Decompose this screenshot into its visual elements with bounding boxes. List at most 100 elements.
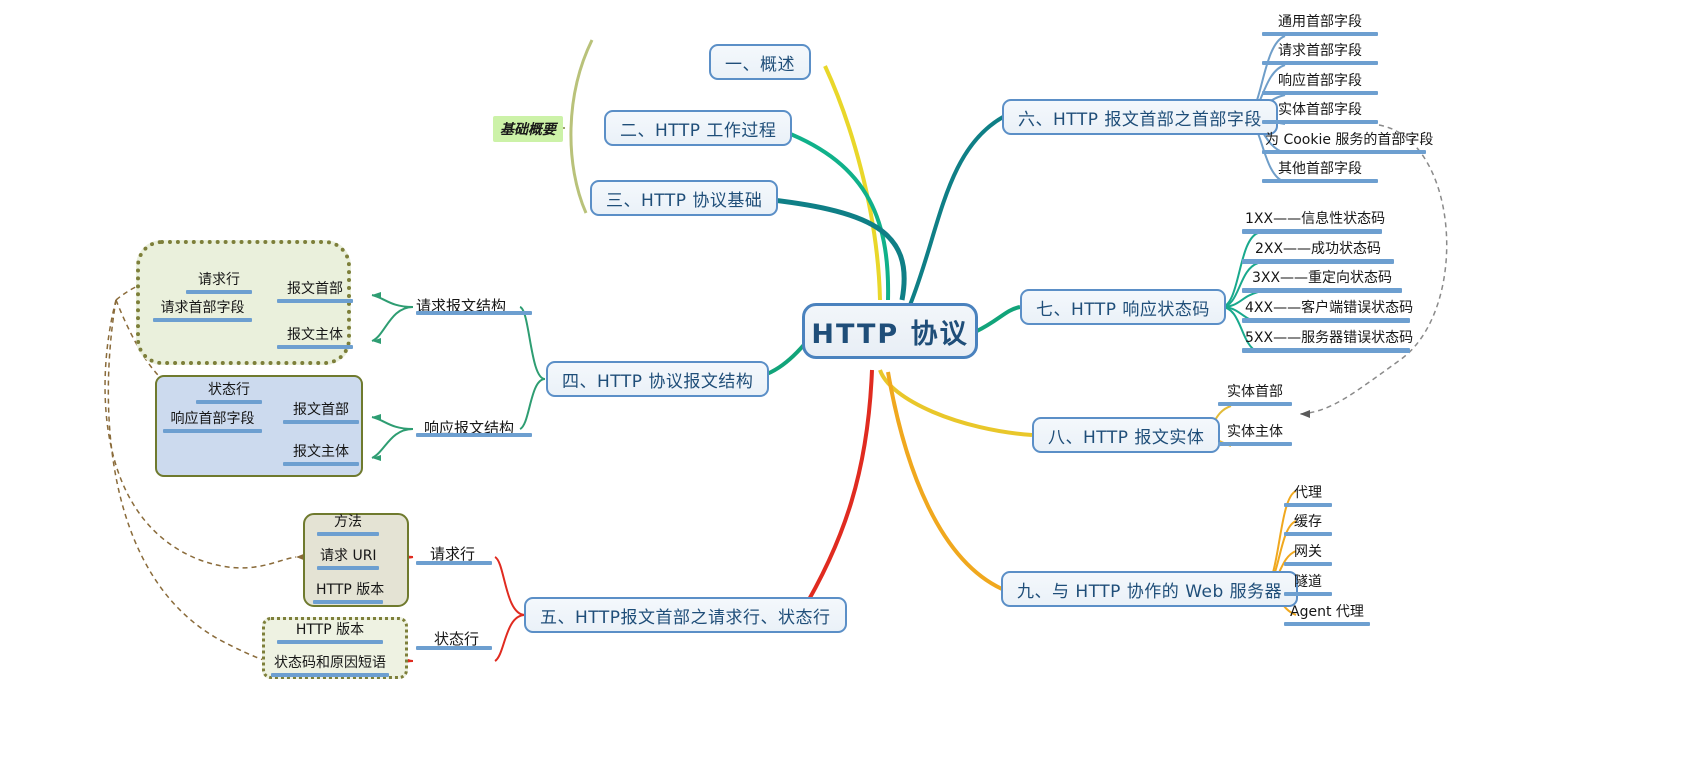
leaf-request-uri-label: 请求 URI (320, 548, 377, 564)
leaf-b9-1[interactable]: 代理 (1284, 485, 1332, 507)
branch-node-1[interactable]: 一、概述 (709, 44, 811, 80)
leaf-request-header[interactable]: 报文首部 (277, 281, 353, 303)
leaf-b7-4[interactable]: 4XX——客户端错误状态码 (1242, 300, 1414, 323)
leaf-b7-2[interactable]: 2XX——成功状态码 (1242, 241, 1394, 264)
leaf-bar (277, 345, 353, 349)
branch-node-8[interactable]: 八、HTTP 报文实体 (1032, 417, 1221, 453)
leaf-b6-4[interactable]: 实体首部字段 (1262, 102, 1378, 124)
leaf-b6-6[interactable]: 其他首部字段 (1262, 161, 1378, 183)
leaf-bar (283, 420, 359, 424)
leaf-b7-4-label: 4XX——客户端错误状态码 (1245, 300, 1414, 316)
leaf-b9-5-label: Agent 代理 (1290, 604, 1364, 620)
branch-node-9[interactable]: 九、与 HTTP 协作的 Web 服务器 (1001, 571, 1299, 607)
leaf-bar (277, 299, 353, 303)
leaf-b9-3[interactable]: 网关 (1284, 544, 1332, 566)
leaf-b8-1[interactable]: 实体首部 (1218, 384, 1292, 406)
leaf-b8-2-label: 实体主体 (1227, 424, 1283, 440)
leaf-b7-5[interactable]: 5XX——服务器错误状态码 (1242, 330, 1413, 353)
leaf-b6-5[interactable]: 为 Cookie 服务的首部字段 (1262, 132, 1433, 154)
arrow-req-body (372, 338, 381, 344)
summary-label: 基础概要 (493, 116, 563, 142)
central-topic[interactable]: HTTP 协议 (802, 303, 978, 359)
relation-arrowhead-entity (1300, 410, 1310, 418)
link-res-body (371, 428, 414, 459)
link-root-b5 (798, 369, 874, 617)
leaf-b9-5[interactable]: Agent 代理 (1284, 604, 1370, 626)
leaf-b9-2[interactable]: 缓存 (1284, 514, 1332, 536)
leaf-b9-1-label: 代理 (1294, 485, 1322, 501)
leaf-request-header-fields[interactable]: 请求首部字段 (153, 300, 252, 322)
leaf-http-version-request-label: HTTP 版本 (316, 582, 385, 598)
leaf-response-body[interactable]: 报文主体 (283, 444, 359, 466)
leaf-bar (1284, 562, 1332, 566)
leaf-status-code-reason[interactable]: 状态码和原因短语 (271, 655, 389, 677)
leaf-request-uri[interactable]: 请求 URI (317, 548, 379, 570)
leaf-bar (1284, 592, 1332, 596)
leaf-bar (317, 566, 379, 570)
leaf-b6-2-label: 请求首部字段 (1278, 43, 1362, 59)
leaf-bar (1262, 150, 1426, 154)
branch-node-7[interactable]: 七、HTTP 响应状态码 (1020, 289, 1226, 325)
leaf-http-version-request[interactable]: HTTP 版本 (313, 582, 385, 604)
bracket-summary (569, 39, 594, 214)
leaf-b7-3[interactable]: 3XX——重定向状态码 (1242, 270, 1402, 293)
leaf-bar (1262, 91, 1378, 95)
leaf-b9-2-label: 缓存 (1294, 514, 1322, 530)
leaf-b7-1-label: 1XX——信息性状态码 (1245, 211, 1386, 227)
leaf-bar (1284, 622, 1370, 626)
leaf-status-line[interactable]: 状态行 (196, 382, 262, 404)
leaf-request-body-label: 报文主体 (287, 327, 343, 343)
leaf-bar (313, 600, 383, 604)
leaf-response-header-label: 报文首部 (293, 402, 349, 418)
leaf-b6-3[interactable]: 响应首部字段 (1262, 73, 1378, 95)
branch-node-2[interactable]: 二、HTTP 工作过程 (604, 110, 793, 146)
leaf-b9-4[interactable]: 隧道 (1284, 574, 1332, 596)
bar-request-message-structure[interactable] (416, 311, 532, 315)
leaf-bar (283, 462, 359, 466)
leaf-bar (1242, 229, 1382, 234)
branch-node-5[interactable]: 五、HTTP报文首部之请求行、状态行 (524, 597, 847, 633)
bar-status-line-group[interactable] (416, 646, 492, 650)
leaf-b6-6-label: 其他首部字段 (1278, 161, 1362, 177)
label-status-line-group[interactable]: 状态行 (434, 630, 480, 648)
leaf-status-code-reason-label: 状态码和原因短语 (274, 655, 386, 671)
leaf-b8-2[interactable]: 实体主体 (1218, 424, 1292, 446)
leaf-response-header[interactable]: 报文首部 (283, 402, 359, 424)
leaf-b6-2[interactable]: 请求首部字段 (1262, 43, 1378, 65)
leaf-bar (1262, 179, 1378, 183)
leaf-bar (1262, 120, 1378, 124)
leaf-http-version-status[interactable]: HTTP 版本 (277, 622, 383, 644)
branch-node-4[interactable]: 四、HTTP 协议报文结构 (546, 361, 770, 397)
label-response-message-structure[interactable]: 响应报文结构 (424, 419, 515, 437)
link-b5-statusline (494, 614, 526, 662)
link-b5-reqline (494, 556, 526, 616)
link-req-head (371, 294, 414, 308)
link-root-b1 (823, 65, 882, 301)
leaf-bar (153, 318, 252, 322)
bar-response-message-structure[interactable] (416, 433, 532, 437)
leaf-b7-1[interactable]: 1XX——信息性状态码 (1242, 211, 1386, 234)
leaf-request-body[interactable]: 报文主体 (277, 327, 353, 349)
label-request-message-structure[interactable]: 请求报文结构 (416, 297, 507, 315)
bar-request-line-group[interactable] (416, 561, 492, 565)
label-request-line-group[interactable]: 请求行 (430, 545, 476, 563)
leaf-method[interactable]: 方法 (317, 514, 379, 536)
leaf-request-line-label: 请求行 (198, 272, 240, 288)
branch-node-3[interactable]: 三、HTTP 协议基础 (590, 180, 779, 216)
leaf-bar (416, 311, 532, 315)
leaf-bar (1242, 348, 1410, 353)
leaf-bar (1218, 402, 1292, 406)
branch-node-6[interactable]: 六、HTTP 报文首部之首部字段 (1002, 99, 1278, 135)
leaf-status-line-label: 状态行 (208, 382, 250, 398)
leaf-method-label: 方法 (334, 514, 362, 530)
link-b4-res (519, 378, 546, 430)
arrow-res-head (372, 414, 381, 420)
arrow-req-head (372, 292, 381, 298)
leaf-bar (271, 673, 389, 677)
leaf-bar (196, 400, 262, 404)
leaf-request-line[interactable]: 请求行 (186, 272, 252, 294)
leaf-b6-1[interactable]: 通用首部字段 (1262, 14, 1378, 36)
leaf-response-header-fields[interactable]: 响应首部字段 (163, 411, 262, 433)
leaf-b7-2-label: 2XX——成功状态码 (1254, 241, 1382, 257)
link-res-head (371, 416, 414, 430)
